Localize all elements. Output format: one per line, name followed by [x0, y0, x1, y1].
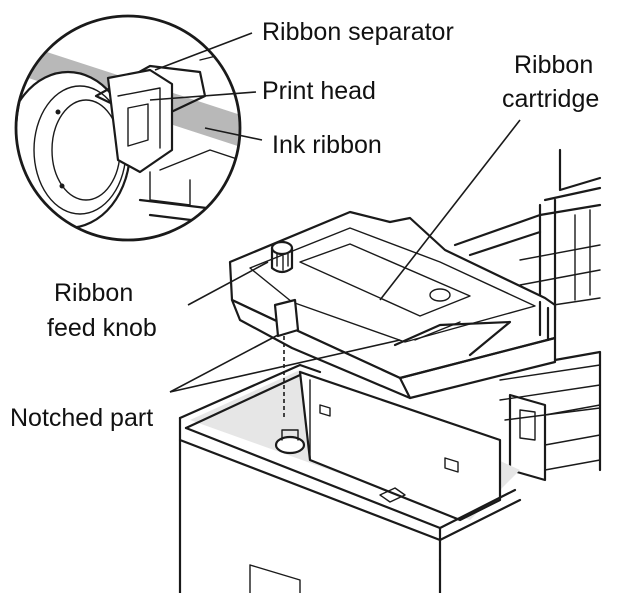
- leader-notched-1: [170, 335, 278, 392]
- label-ribbon-cartridge-line1: Ribbon: [514, 51, 593, 79]
- label-ink-ribbon: Ink ribbon: [272, 131, 382, 159]
- label-notched-part: Notched part: [10, 404, 153, 432]
- label-ribbon-feed-knob-line2: feed knob: [47, 314, 157, 342]
- ribbon-cartridge-part: [230, 212, 555, 398]
- magnified-inset: [6, 16, 250, 240]
- label-ribbon-separator: Ribbon separator: [262, 18, 454, 46]
- label-ribbon-feed-knob-line1: Ribbon: [54, 279, 133, 307]
- printer-case: [180, 365, 520, 593]
- label-ribbon-cartridge-line2: cartridge: [502, 85, 599, 113]
- label-print-head: Print head: [262, 77, 376, 105]
